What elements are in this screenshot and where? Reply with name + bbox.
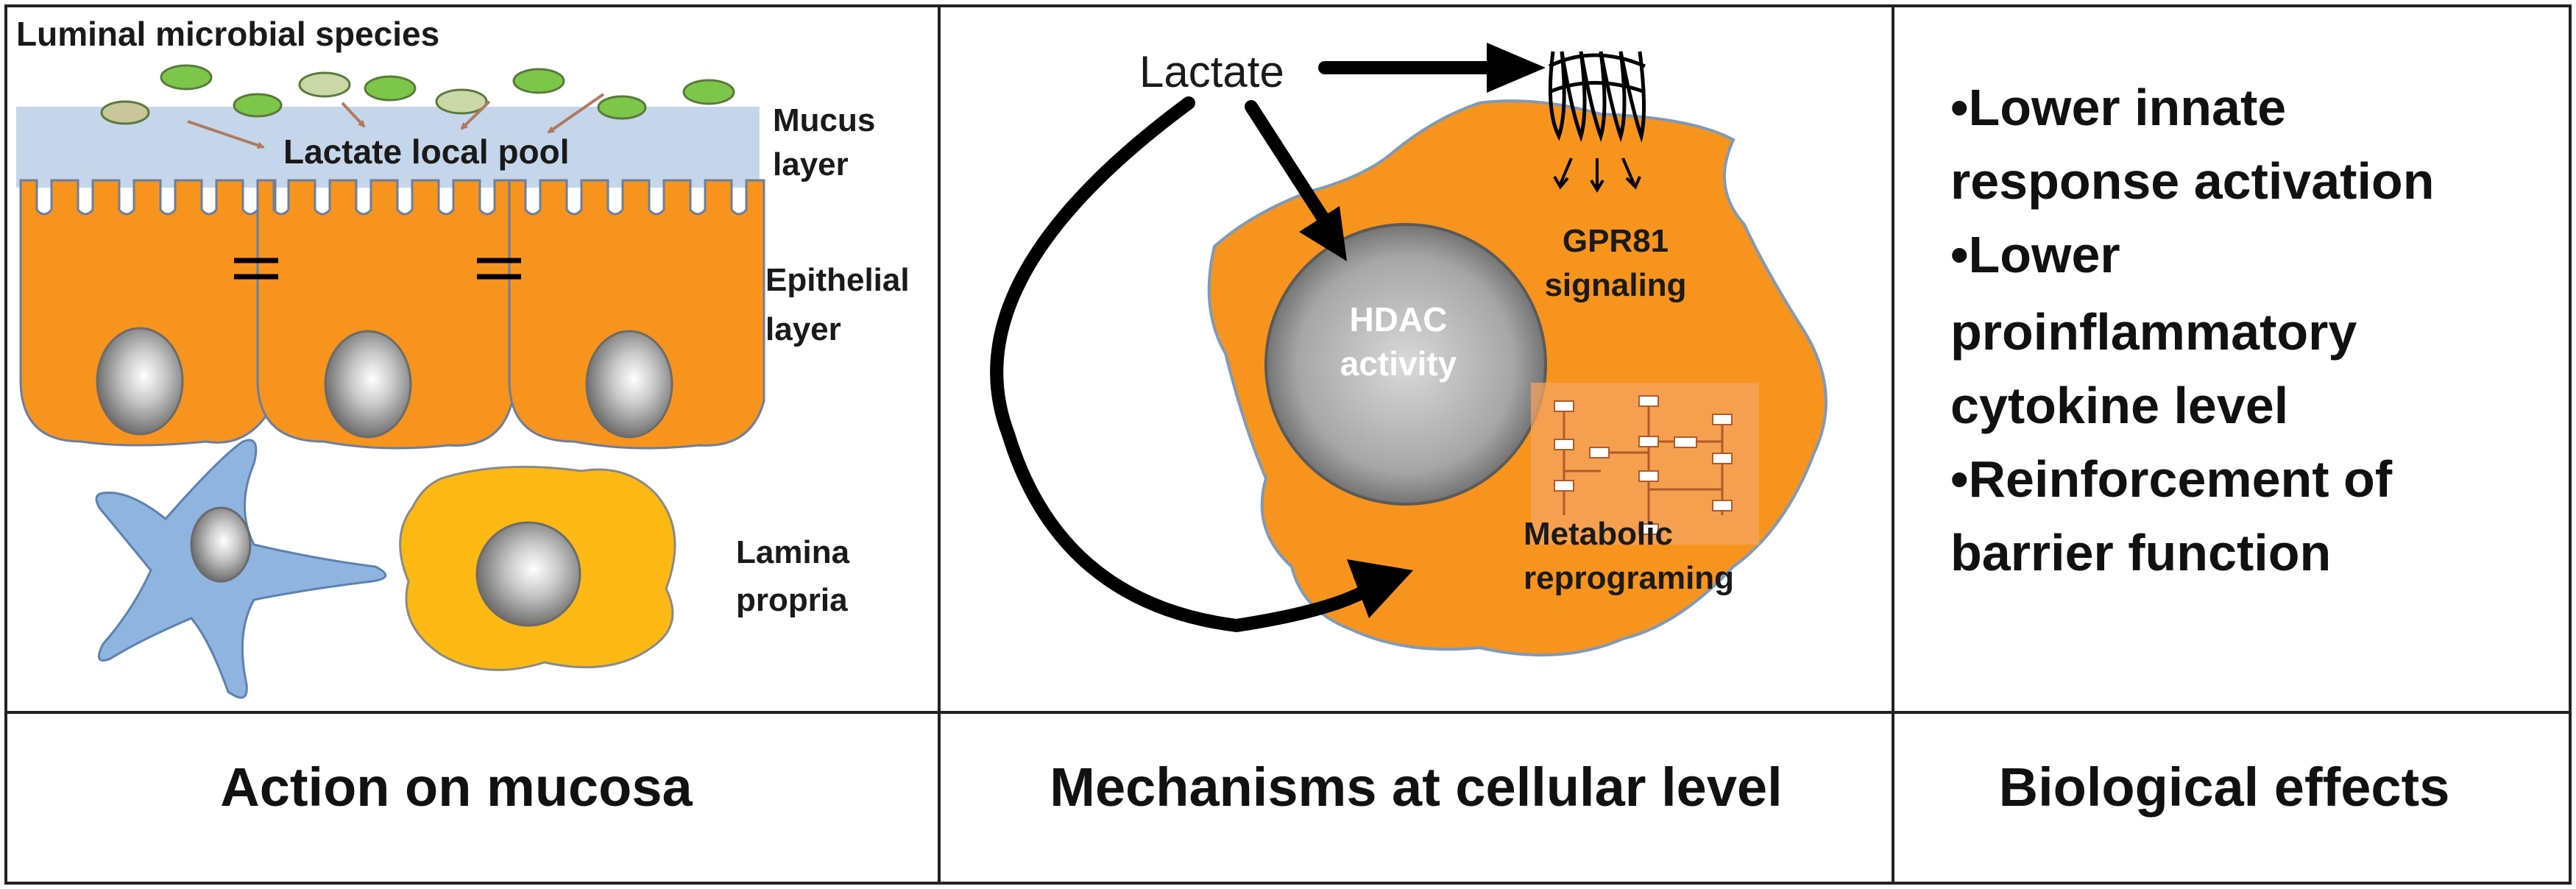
lactate-flux-arrows <box>187 93 605 149</box>
epithelial-label-line2: layer <box>765 311 841 347</box>
epithelial-cell <box>508 179 765 450</box>
effect-line: cytokine level <box>1950 377 2288 434</box>
luminal-microbes <box>100 64 735 125</box>
epithelial-nucleus <box>324 330 412 439</box>
metabolic-network <box>1531 383 1759 545</box>
caption-effects: Biological effects <box>1999 757 2450 818</box>
gpr81-signal-arrows <box>1553 157 1641 193</box>
caption-mechanisms: Mechanisms at cellular level <box>1050 757 1782 818</box>
tight-junctions <box>234 258 521 280</box>
microbe <box>233 93 283 118</box>
hdac-label-line2: activity <box>1340 344 1457 383</box>
epithelial-label-line1: Epithelial <box>765 262 910 298</box>
microbe <box>298 71 351 98</box>
effect-line: proinflammatory <box>1950 303 2357 361</box>
mucosa-panel: Luminal microbial species Lactate local … <box>16 15 910 818</box>
epithelial-nucleus <box>96 327 184 436</box>
gpr81-label-line2: signaling <box>1544 267 1686 303</box>
mucus-label-line2: layer <box>773 146 849 183</box>
microbe <box>160 64 213 91</box>
gpr81-label-line1: GPR81 <box>1563 223 1669 259</box>
epithelial-cell <box>19 179 277 447</box>
metabolic-label-line1: Metabolic <box>1524 516 1673 552</box>
lactate-arrows <box>990 43 1546 633</box>
effect-line: response activation <box>1950 152 2434 210</box>
mechanisms-panel: Lactate HDAC activity GPR81 signaling Me… <box>990 43 1827 818</box>
lactate-label: Lactate <box>1139 47 1284 96</box>
metabolic-label-line2: reprograming <box>1524 560 1734 596</box>
lamina-cell-nucleus <box>475 521 581 627</box>
dendritic-nucleus <box>190 506 252 583</box>
microbe <box>512 68 565 94</box>
panel-grid <box>4 4 2572 885</box>
microbe <box>597 95 647 120</box>
effects-panel: •Lower innate response activation •Lower… <box>1950 79 2449 818</box>
epithelial-cell <box>256 179 514 450</box>
effect-line: •Reinforcement of <box>1950 450 2393 508</box>
mucus-label-line1: Mucus <box>773 102 875 138</box>
luminal-species-label: Luminal microbial species <box>16 15 439 53</box>
microbe <box>364 75 417 102</box>
lamina-label-line1: Lamina <box>736 534 850 570</box>
lamina-label-line2: propria <box>736 582 848 618</box>
hdac-nucleus <box>1264 223 1547 506</box>
epithelial-nucleus <box>585 330 673 439</box>
effect-line: •Lower innate <box>1950 79 2286 136</box>
effect-line: •Lower <box>1950 226 2120 283</box>
gpr81-receptor-icon <box>1548 51 1646 144</box>
hdac-label-line1: HDAC <box>1350 300 1448 339</box>
microbe <box>100 100 150 125</box>
caption-mucosa: Action on mucosa <box>220 757 693 818</box>
lactate-pool-label: Lactate local pool <box>283 132 570 171</box>
effect-line: barrier function <box>1950 524 2331 581</box>
epithelial-layer <box>19 179 765 450</box>
microbe <box>682 79 735 105</box>
microbe <box>435 88 488 115</box>
